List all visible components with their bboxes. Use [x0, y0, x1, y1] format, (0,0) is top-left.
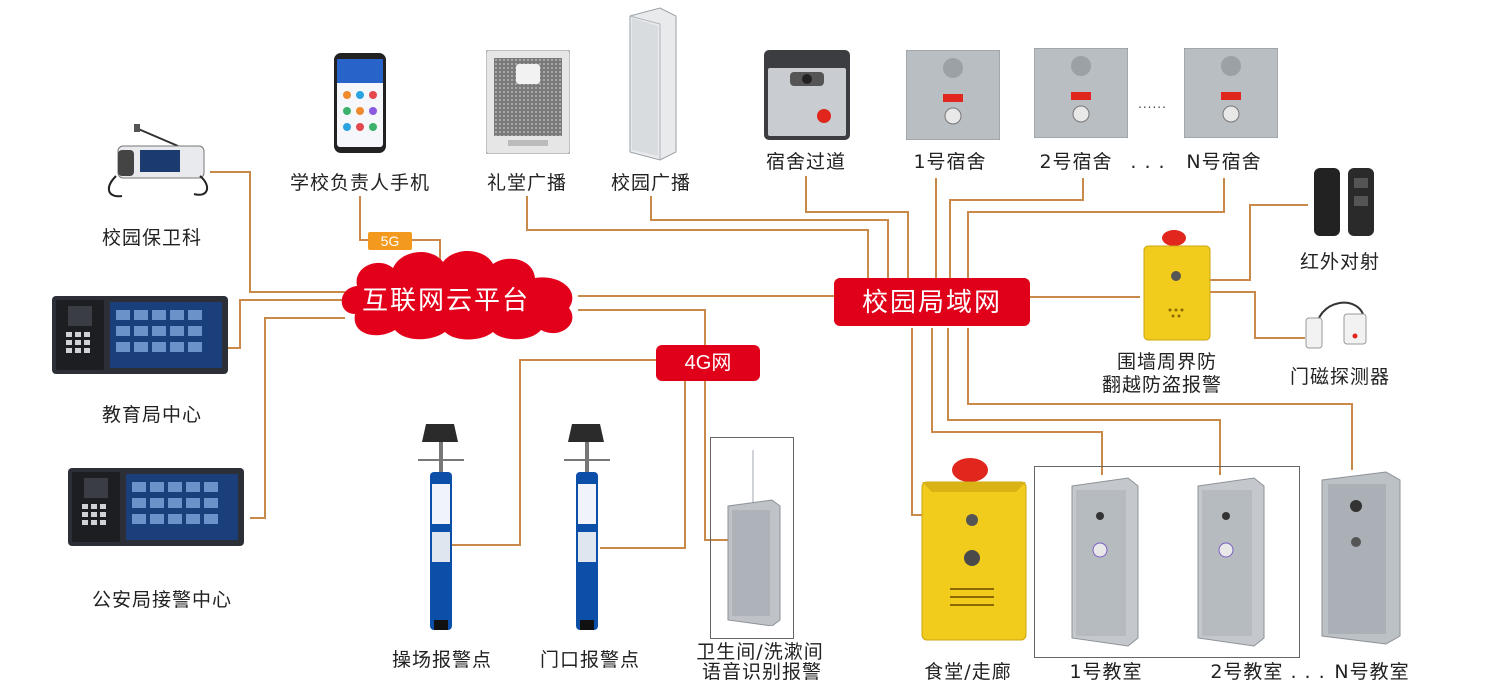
perimeter-label-line2: 翻越防盗报警 — [1101, 374, 1223, 396]
perimeter-label-line1: 围墙周界防 — [1116, 351, 1218, 373]
cloud-icon — [341, 250, 573, 340]
alarm-pole-icon — [418, 424, 464, 630]
perimeter-alarm-box-icon — [1143, 230, 1211, 341]
canteen-alarm-box-icon — [921, 458, 1027, 641]
dorm-intercom-panel-icon — [1034, 48, 1128, 138]
desk-console-icon — [107, 124, 209, 198]
smartphone-icon — [334, 53, 386, 153]
classroom-2-label: 2号教室 . . . — [1210, 661, 1326, 683]
canteen-label: 食堂/走廊 — [924, 661, 1012, 683]
dorm-intercom-panel-icon — [906, 50, 1000, 140]
dots-top-label: . . . — [1130, 151, 1166, 173]
internet-cloud-label: 互联网云平台 — [362, 286, 531, 316]
classroom-1-label: 1号教室 — [1069, 661, 1143, 683]
wall-speaker-icon — [486, 50, 570, 154]
classroom-n-label: N号教室 — [1334, 661, 1410, 683]
dots-small-label: ...... — [1138, 97, 1167, 111]
infrared-label: 红外对射 — [1299, 251, 1381, 273]
principal-phone-label: 学校负责人手机 — [289, 172, 431, 194]
alarm-pole-icon — [564, 424, 610, 630]
auditorium-broadcast-label: 礼堂广播 — [486, 172, 568, 194]
4g-network-badge: 4G网 — [656, 345, 760, 381]
dorm-n-label: N号宿舍 — [1186, 151, 1262, 173]
police-center-label: 公安局接警中心 — [91, 589, 233, 611]
dispatch-terminal-icon — [68, 468, 244, 546]
dorm-corridor-label: 宿舍过道 — [765, 151, 847, 173]
voice-alarm-panel-icon — [727, 450, 781, 626]
5g-badge: 5G — [368, 232, 412, 250]
door-sensor-label: 门磁探测器 — [1289, 366, 1391, 388]
dorm-2-label: 2号宿舍 — [1039, 151, 1113, 173]
door-intercom-icon — [764, 50, 850, 140]
classroom-video-intercom-icon — [1321, 471, 1401, 645]
playground-label: 操场报警点 — [391, 649, 493, 671]
column-speaker-icon — [629, 7, 677, 161]
dispatch-terminal-icon — [52, 296, 228, 374]
restroom-label-line2: 语音识别报警 — [701, 661, 823, 683]
campus-broadcast-label: 校园广播 — [610, 172, 692, 194]
classroom-devices-frame — [1034, 466, 1300, 658]
dorm-intercom-panel-icon — [1184, 48, 1278, 138]
education-bureau-label: 教育局中心 — [101, 404, 203, 426]
security-dept-label: 校园保卫科 — [101, 227, 203, 249]
dorm-1-label: 1号宿舍 — [913, 151, 987, 173]
restroom-label-line1: 卫生间/洗漱间 — [696, 641, 824, 663]
infrared-beam-icon — [1314, 168, 1374, 236]
gate-label: 门口报警点 — [539, 649, 641, 671]
campus-lan-hub: 校园局域网 — [834, 278, 1030, 326]
classroom-intercom-icon — [1197, 477, 1265, 647]
door-sensor-icon — [1305, 301, 1367, 349]
restroom-device-frame — [710, 437, 794, 639]
classroom-intercom-icon — [1071, 477, 1139, 647]
